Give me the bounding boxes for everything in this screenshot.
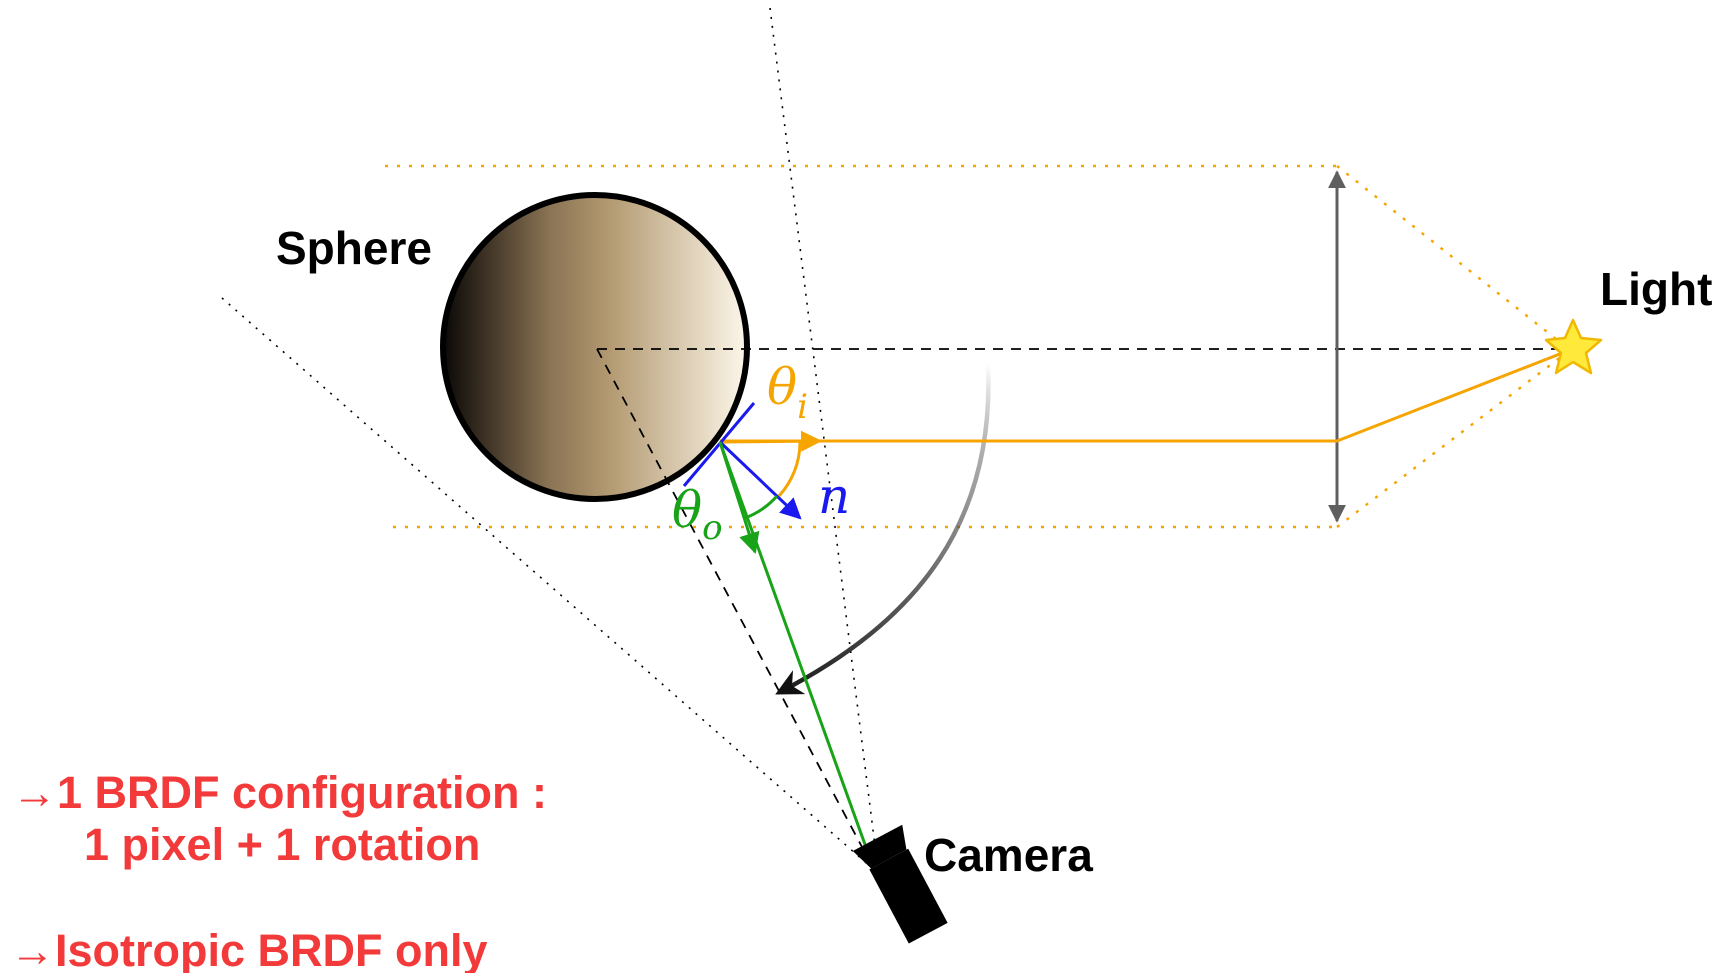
camera-fov-line-left <box>221 297 873 869</box>
camera-label: Camera <box>924 829 1093 881</box>
center-to-camera-axis <box>596 348 871 863</box>
surface-tangent <box>682 402 756 487</box>
camera-icon <box>852 824 948 944</box>
rotation-arrow <box>775 363 991 695</box>
sphere-label: Sphere <box>276 222 432 274</box>
sphere <box>440 192 750 502</box>
light-cone-upper <box>1336 165 1571 351</box>
incident-light-ray <box>720 348 1571 443</box>
note-pixel-rotation: 1 pixel + 1 rotation <box>84 819 480 870</box>
theta-i-label: θi <box>767 358 808 427</box>
note-isotropic-only: →Isotropic BRDF only <box>10 925 488 973</box>
outgoing-direction-arrow <box>718 441 760 555</box>
theta-o-label: θo <box>672 481 723 548</box>
light-label: Light <box>1600 263 1712 315</box>
star-icon <box>1544 318 1603 375</box>
camera-fov-line-right <box>769 7 878 863</box>
light-cone-lower <box>1336 349 1571 528</box>
normal-label: n <box>818 467 850 525</box>
normal-vector-arrow <box>718 440 802 520</box>
incident-direction-arrow <box>719 430 823 452</box>
theta-i-arc <box>777 441 802 498</box>
theta-o-arc <box>744 494 779 520</box>
outgoing-ray <box>718 441 869 851</box>
note-brdf-configuration: →1 BRDF configuration : <box>12 767 547 818</box>
